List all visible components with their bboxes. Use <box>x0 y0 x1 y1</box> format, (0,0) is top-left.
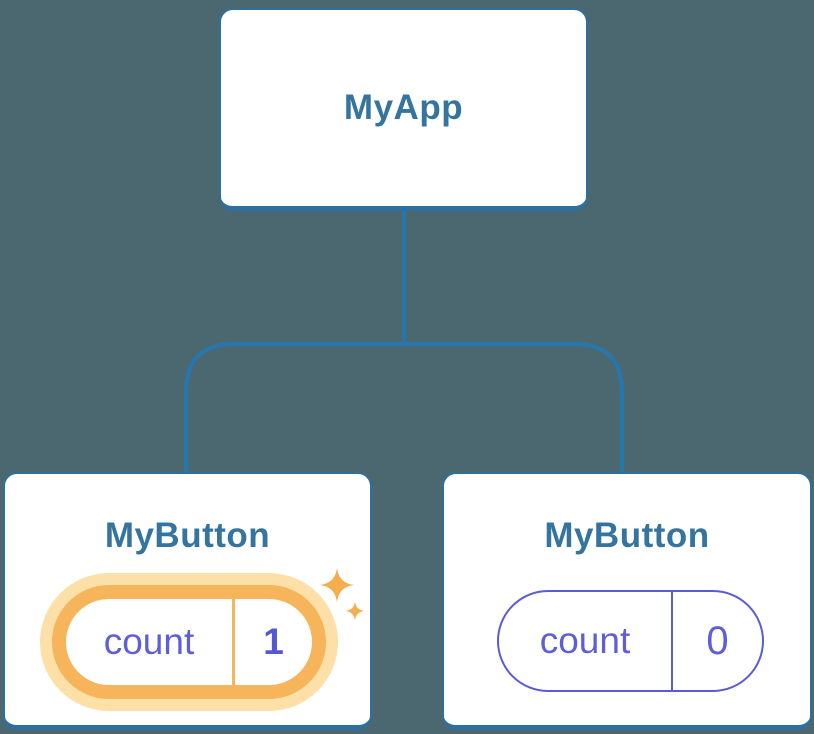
state-pill-highlighted: count 1 <box>52 585 326 699</box>
connector-branch <box>184 342 624 476</box>
state-name: count <box>103 621 195 662</box>
node-label: MyApp <box>343 88 464 127</box>
node-label: MyButton <box>544 516 710 555</box>
pill-divider <box>232 599 235 685</box>
state-pill-plain: count 0 <box>497 590 764 692</box>
tree-node-button-plain: MyButton count 0 <box>442 472 812 730</box>
state-value: 1 <box>263 621 284 662</box>
state-value: 0 <box>706 618 729 663</box>
node-label: MyButton <box>104 516 271 555</box>
sparkle-icon <box>320 568 365 621</box>
tree-node-root: MyApp <box>219 8 588 211</box>
state-name: count <box>539 620 631 661</box>
sparkle-large <box>320 568 354 602</box>
sparkle-small <box>345 601 365 621</box>
tree-node-button-updated: MyButton count 1 <box>3 472 372 730</box>
pill-divider <box>671 592 673 690</box>
